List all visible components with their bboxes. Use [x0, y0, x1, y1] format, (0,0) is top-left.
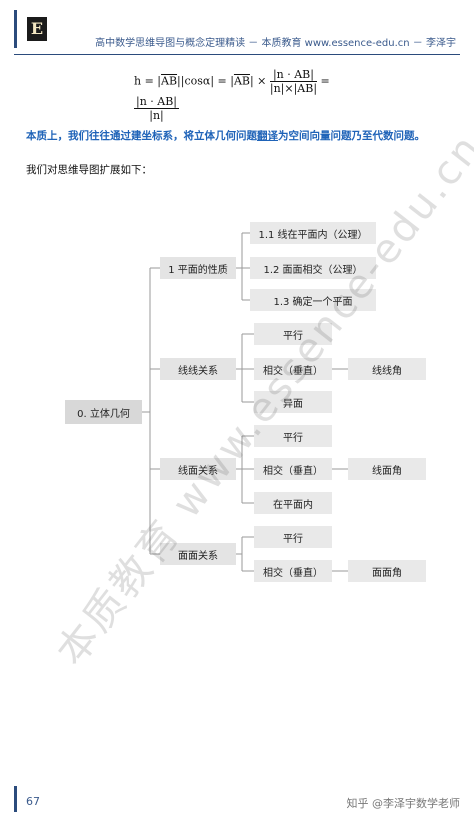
mindmap-node-line-line-parallel: 平行	[254, 323, 332, 345]
mindmap-node-plane-plane-parallel: 平行	[254, 526, 332, 548]
summary-paragraph: 本质上，我们往往通过建坐标系，将立体几何问题翻译为空间向量问题乃至代数问题。	[26, 128, 456, 143]
mindmap-node-line-in-plane: 1.1 线在平面内（公理）	[250, 222, 376, 244]
mindmap-node-line-plane-intersect: 相交（垂直）	[254, 458, 332, 480]
mindmap-node-plane-plane-intersect: 相交（垂直）	[254, 560, 332, 582]
page-number: 67	[26, 795, 40, 808]
formula-vector-ab: AB	[161, 74, 178, 88]
formula-lhs: h = |	[134, 74, 162, 88]
source-credit: 知乎 @李泽宇数学老师	[346, 797, 461, 810]
mindmap-node-line-plane-angle: 线面角	[348, 458, 426, 480]
formula-cos-part: ||cosα| = |	[177, 74, 234, 88]
formula-vector-ab-2: AB	[233, 74, 250, 88]
mindmap-branch-line-line: 线线关系	[160, 358, 236, 380]
mindmap-node-determine-plane: 1.3 确定一个平面	[250, 289, 376, 311]
formula-equals: =	[320, 74, 330, 88]
mindmap-node-line-line-angle: 线线角	[348, 358, 426, 380]
mindmap-branch-line-plane: 线面关系	[160, 458, 236, 480]
header-accent-bar	[14, 10, 17, 48]
formula-fraction-1-denominator: |n|×|AB|	[269, 82, 318, 95]
formula-fraction-2-numerator: |n · AB|	[134, 95, 180, 109]
formula-fraction-2-denominator: |n|	[149, 109, 164, 122]
mindmap-node-line-in-plane-2: 在平面内	[254, 492, 332, 514]
header-title: 高中数学思维导图与概念定理精读 － 本质教育 www.essence-edu.c…	[95, 38, 456, 49]
formula-fraction-1: |n · AB| |n|×|AB|	[269, 68, 318, 95]
header-divider	[14, 54, 460, 55]
distance-formula: h = |AB||cosα| = |AB| × |n · AB| |n|×|AB…	[134, 68, 374, 122]
mindmap-branch-plane-plane: 面面关系	[160, 543, 236, 565]
formula-fraction-1-numerator: |n · AB|	[269, 68, 318, 82]
essence-logo: E	[27, 17, 47, 41]
mindmap-node-line-line-intersect: 相交（垂直）	[254, 358, 332, 380]
intro-text: 我们对思维导图扩展如下：	[26, 164, 152, 176]
formula-fraction-2: |n · AB| |n|	[134, 95, 180, 122]
summary-after: 为空间向量问题乃至代数问题。	[278, 130, 425, 142]
summary-before: 本质上，我们往往通过建坐标系，将立体几何问题	[26, 130, 257, 142]
formula-times: | ×	[249, 74, 267, 88]
mindmap-root: 0. 立体几何	[65, 400, 142, 424]
mindmap-node-planes-intersect: 1.2 面面相交（公理）	[250, 257, 376, 279]
mindmap-node-line-plane-parallel: 平行	[254, 425, 332, 447]
mindmap-branch-plane-properties: 1 平面的性质	[160, 257, 236, 279]
footer-accent-bar	[14, 786, 17, 812]
mindmap-node-plane-plane-angle: 面面角	[348, 560, 426, 582]
mindmap-node-line-line-skew: 异面	[254, 391, 332, 413]
summary-underlined: 翻译	[257, 130, 278, 142]
